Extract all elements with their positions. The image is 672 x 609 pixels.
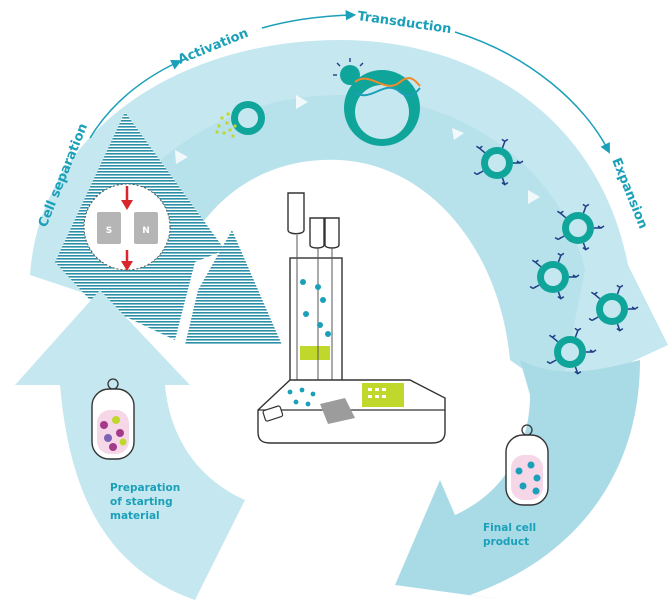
flow-marker-4 xyxy=(528,190,540,204)
step-label-transduction: Transduction xyxy=(356,9,452,37)
flow-arrow-to-expansion xyxy=(454,31,610,154)
expanding-t-cell xyxy=(473,138,524,186)
flow-marker-2 xyxy=(296,95,308,109)
expanding-t-cell xyxy=(529,252,580,300)
start-label-line1: Preparation xyxy=(110,482,180,494)
magnet-south-label: S xyxy=(106,226,112,236)
transduction-cell-icon xyxy=(333,58,421,146)
expanding-t-cell xyxy=(554,203,605,251)
expanding-t-cell xyxy=(588,284,639,332)
activation-cell-icon xyxy=(215,101,265,138)
expanding-t-cell xyxy=(546,327,597,375)
magnet-north-label: N xyxy=(142,226,150,236)
flow-marker-1 xyxy=(175,150,188,164)
end-label-line2: product xyxy=(483,536,529,548)
start-label-line3: material xyxy=(110,510,160,522)
end-label-line1: Final cell xyxy=(483,522,536,534)
final-product-bag-icon xyxy=(505,424,549,506)
process-ring xyxy=(30,40,668,395)
flow-arrow-to-transduction xyxy=(261,9,357,29)
flow-arrow-to-activation xyxy=(89,59,182,139)
separation-striped-triangle-right xyxy=(185,230,282,345)
magnet-separation-icon: S N xyxy=(83,183,171,271)
flow-marker-3 xyxy=(452,128,464,140)
start-label-line2: of starting xyxy=(110,496,173,508)
expansion-cells xyxy=(473,138,639,375)
starting-material-bag-icon xyxy=(91,378,135,460)
process-ring-inner xyxy=(90,95,585,395)
cell-processing-instrument-icon xyxy=(257,192,446,444)
